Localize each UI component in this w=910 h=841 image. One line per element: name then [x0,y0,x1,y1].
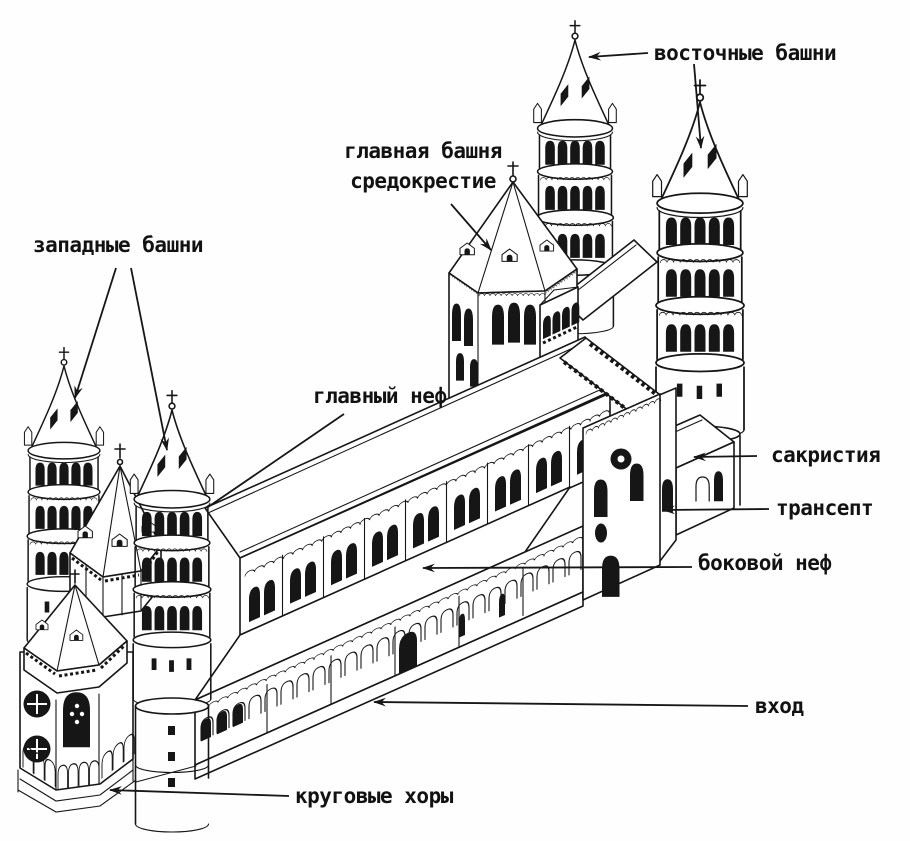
arrow-transept [661,505,770,515]
arrow-western-tower-right [130,267,169,452]
label-western-towers: западные башни [33,233,204,257]
label-sacristy: сакристия [771,443,881,467]
label-side-nave: боковой неф [698,551,832,575]
western-tower-right [130,391,213,833]
label-entrance: вход [755,694,804,718]
arrow-eastern-tower-near [587,51,649,61]
label-main-tower-line2: средокрестие [350,169,496,194]
aisle-wall-detail [198,526,583,742]
label-main-tower-line1: главная башня [344,139,502,163]
nave [194,336,621,780]
label-main-tower-crossing: главная башня средокрестие [328,136,518,197]
arrow-sacristy [692,452,758,462]
label-main-nave: главный неф [313,384,447,408]
circular-choir-apse [17,569,197,813]
label-circular-choir: круговые хоры [295,784,453,808]
label-transept: трансепт [776,496,874,520]
leader-main-nave [207,413,345,508]
arrow-eastern-tower-far [693,63,705,150]
arrow-side-nave [421,563,693,573]
arrow-entrance [372,697,749,707]
arrow-circular-choir [108,786,290,797]
label-eastern-towers: восточные башни [654,41,837,65]
arrow-main-tower [450,203,492,251]
arrow-western-tower-left [74,267,117,400]
leader-arrows [74,51,770,797]
transept [559,337,677,601]
